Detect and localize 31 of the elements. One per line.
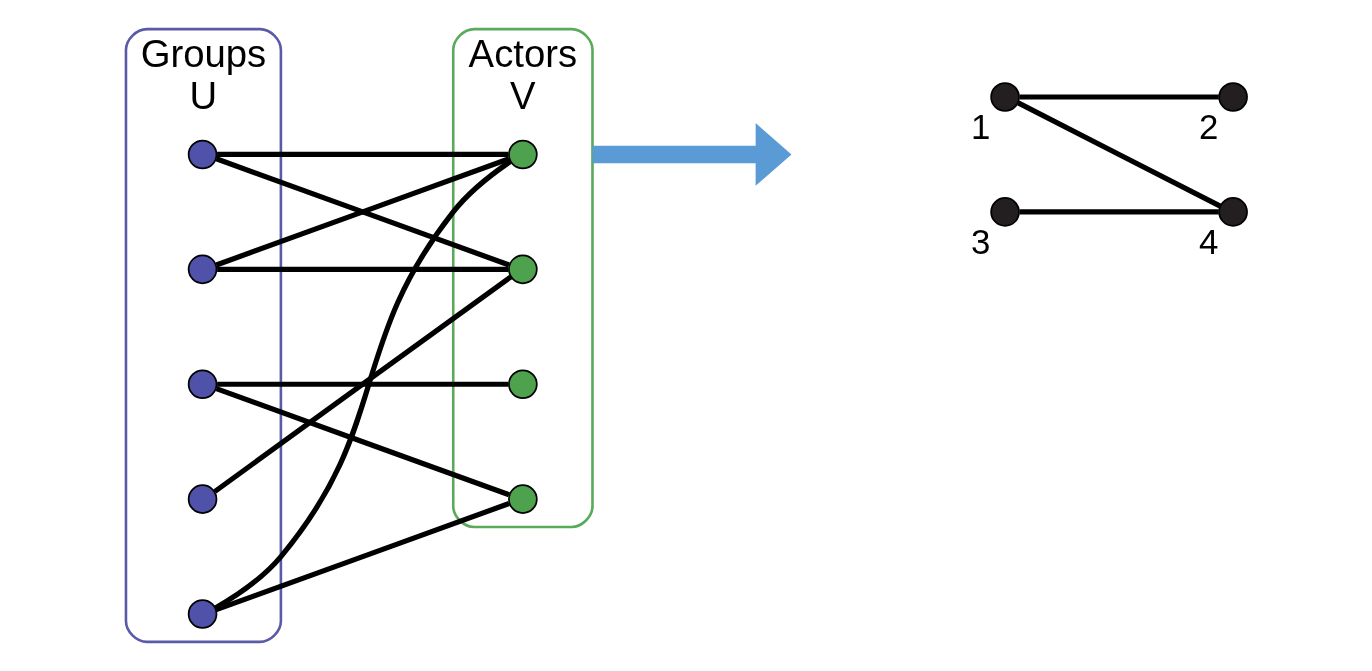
node-circle	[187, 369, 217, 400]
connector	[216, 151, 508, 158]
connector	[212, 274, 512, 494]
node-circle	[187, 139, 217, 170]
node-circle	[1217, 197, 1248, 227]
node-circle	[989, 197, 1020, 227]
node-circle	[507, 139, 538, 170]
node-label: 4	[1198, 221, 1218, 261]
connector	[214, 156, 510, 268]
node-circle	[989, 82, 1020, 112]
connector	[214, 386, 510, 498]
node-circle	[187, 484, 217, 514]
node-label: 1	[970, 106, 990, 146]
node-label: 3	[970, 221, 990, 261]
connector	[213, 159, 512, 611]
connector	[1019, 94, 1219, 100]
connector	[214, 501, 510, 613]
node-circle	[507, 254, 538, 285]
connector	[1016, 100, 1221, 209]
node-circle	[1217, 82, 1248, 112]
node-label: Actors	[468, 31, 577, 75]
node-label: 2	[1198, 106, 1218, 146]
node-circle	[507, 369, 538, 400]
connector	[1019, 209, 1219, 215]
node-label: Groups	[140, 31, 266, 75]
arrow	[592, 123, 791, 186]
connector	[216, 266, 508, 272]
connector	[216, 381, 508, 387]
node-circle	[187, 599, 217, 629]
node-circle	[187, 254, 217, 285]
node-circle	[507, 484, 538, 514]
